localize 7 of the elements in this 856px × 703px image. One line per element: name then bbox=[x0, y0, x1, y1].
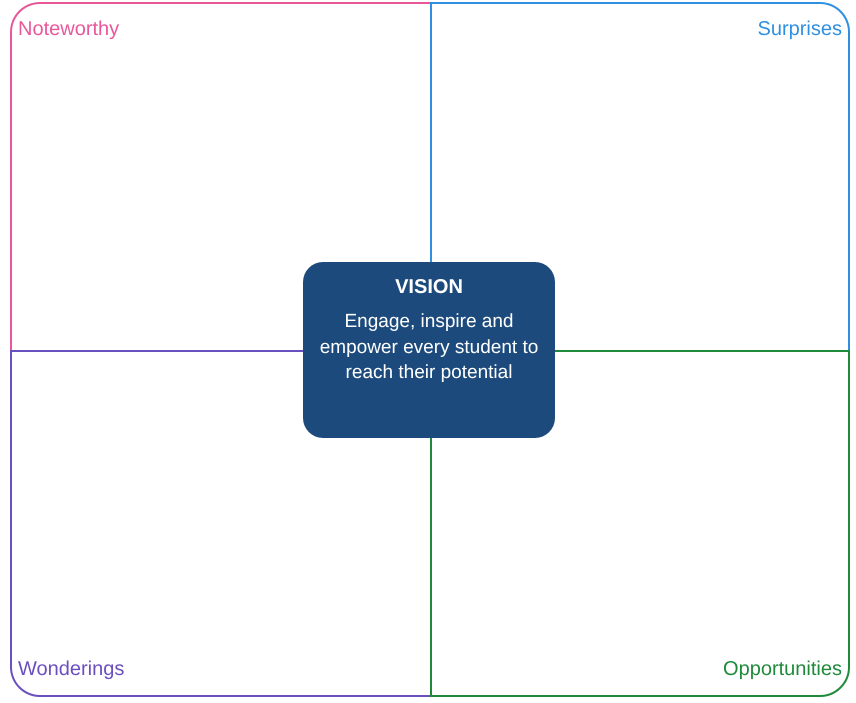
quadrant-title: Wonderings bbox=[18, 658, 124, 681]
quadrant-title: Noteworthy bbox=[18, 18, 120, 41]
quadrant-title: Opportunities bbox=[723, 658, 842, 681]
vision-card bbox=[303, 262, 555, 438]
card-heading: VISION bbox=[394, 276, 464, 299]
vision-statement: Engage, inspire and empower every student to reach their potential bbox=[319, 310, 539, 386]
quadrant-title: Surprises bbox=[758, 18, 842, 41]
